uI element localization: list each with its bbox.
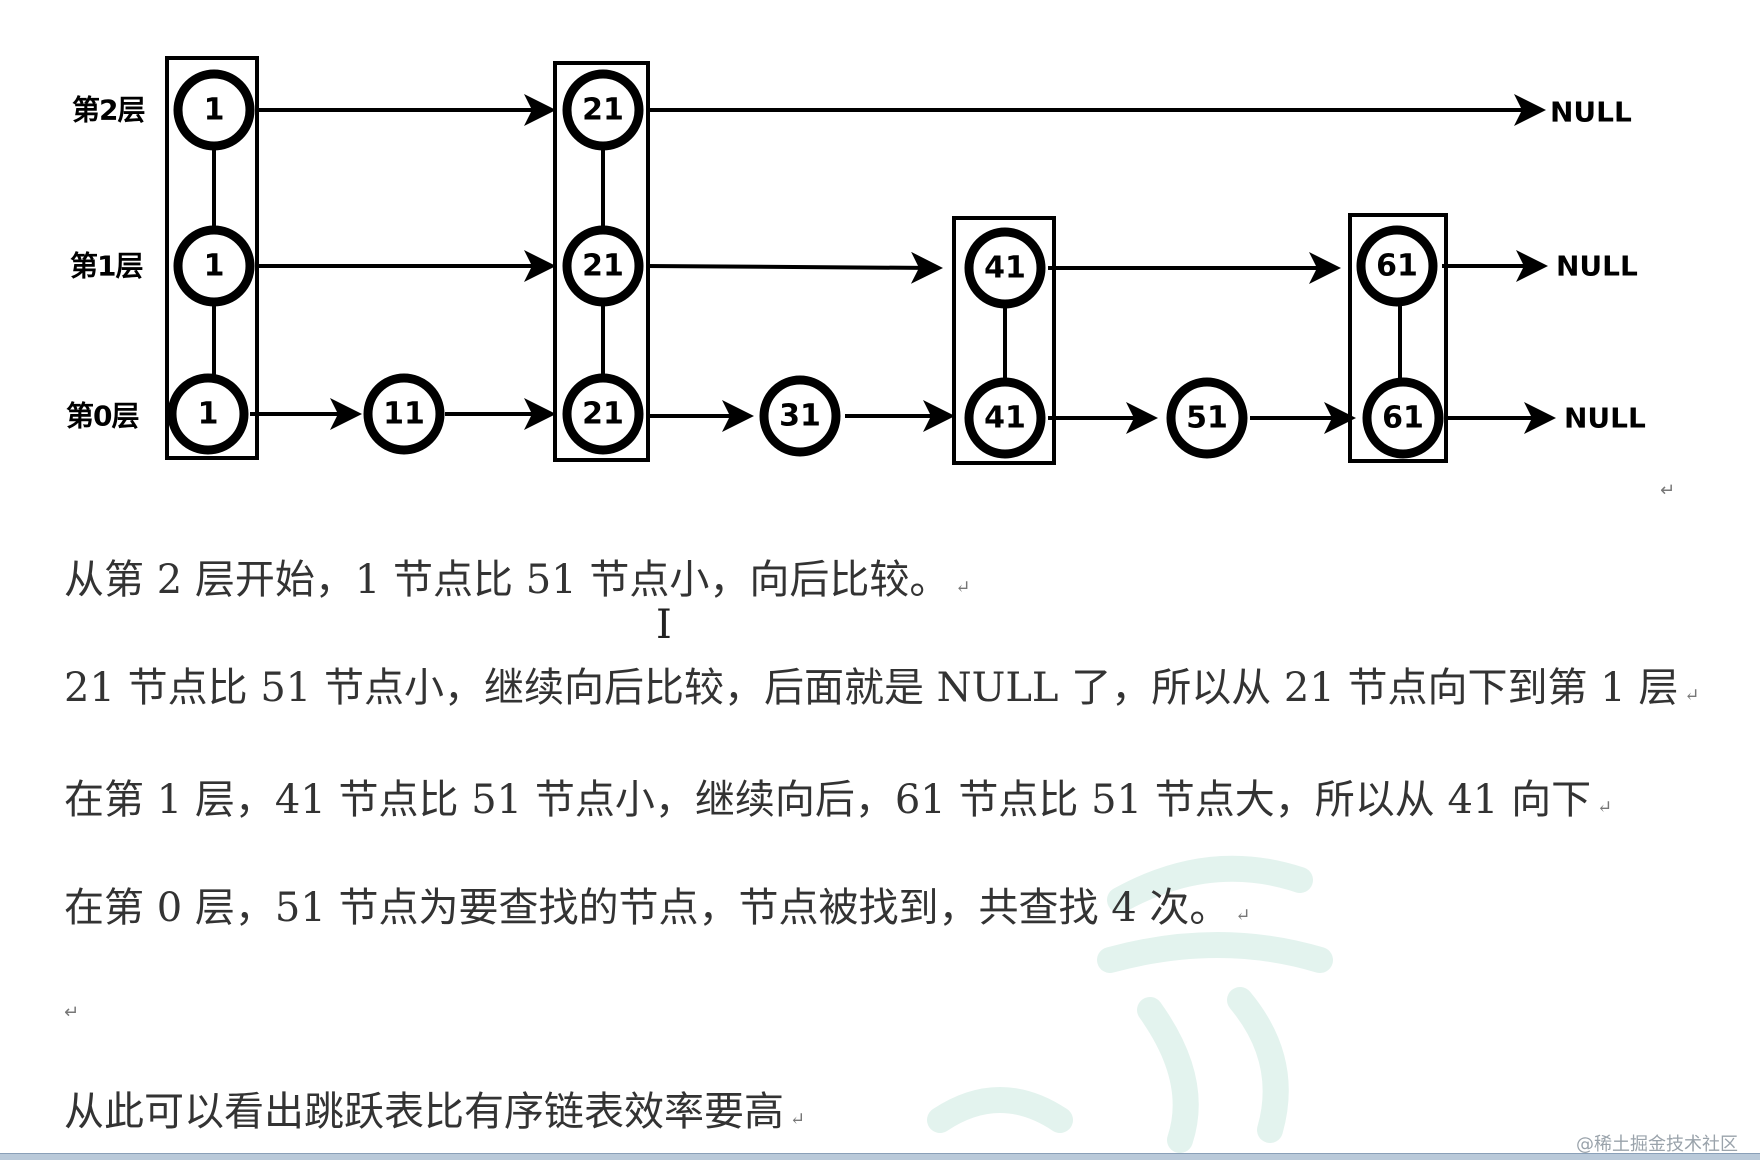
- paragraph-mark-icon: ↵: [1684, 685, 1700, 706]
- node-l0-11: 11: [363, 373, 445, 455]
- svg-text:51: 51: [1186, 401, 1228, 436]
- tower-frame-1: [165, 56, 259, 460]
- node-l1-21: 21: [562, 225, 644, 307]
- null-label-level-0: NULL: [1564, 402, 1646, 435]
- paragraph-5-text: 从此可以看出跳跃表比有序链表效率要高: [64, 1089, 784, 1135]
- svg-text:21: 21: [582, 249, 624, 284]
- svg-text:21: 21: [582, 397, 624, 432]
- tower-frame-41: [952, 216, 1056, 465]
- node-l1-1: 1: [173, 225, 255, 307]
- arrow-l1-21-41: [645, 251, 943, 284]
- paragraph-3-text: 在第 1 层，41 节点比 51 节点小，继续向后，61 节点比 51 节点大，…: [64, 777, 1592, 823]
- paragraph-mark-icon: ↵: [1597, 797, 1613, 818]
- paragraph-mark-icon: ↵: [1660, 480, 1676, 501]
- bottom-scrollbar-strip: [0, 1153, 1760, 1160]
- node-l0-21: 21: [562, 373, 644, 455]
- level-label-1: 第1层: [70, 250, 142, 283]
- node-l2-1: 1: [173, 69, 255, 151]
- paragraph-2[interactable]: 21 节点比 51 节点小，继续向后比较，后面就是 NULL 了，所以从 21 …: [64, 664, 1700, 720]
- svg-text:61: 61: [1382, 401, 1424, 436]
- svg-text:11: 11: [383, 397, 425, 432]
- level-label-2: 第2层: [72, 94, 144, 127]
- paragraph-mark-icon: ↵: [955, 577, 971, 598]
- tower-frame-61: [1348, 213, 1448, 463]
- text-cursor-icon: I: [656, 602, 672, 648]
- paragraph-3[interactable]: 在第 1 层，41 节点比 51 节点小，继续向后，61 节点比 51 节点大，…: [64, 776, 1612, 832]
- paragraph-1-text: 从第 2 层开始，1 节点比 51 节点小，向后比较。: [64, 557, 950, 603]
- node-l0-51: 51: [1166, 377, 1248, 459]
- paragraph-4[interactable]: 在第 0 层，51 节点为要查找的节点，节点被找到，共查找 4 次。↵: [64, 884, 1250, 940]
- level-label-0: 第0层: [66, 400, 138, 433]
- svg-text:1: 1: [198, 397, 219, 432]
- svg-text:1: 1: [204, 249, 225, 284]
- svg-text:1: 1: [204, 93, 225, 128]
- node-l0-41: 41: [964, 377, 1046, 459]
- watermark-text: @稀土掘金技术社区: [1576, 1134, 1738, 1155]
- node-l2-21: 21: [562, 69, 644, 151]
- null-label-level-2: NULL: [1550, 96, 1632, 129]
- paragraph-mark-icon: ↵: [1235, 905, 1251, 926]
- node-l0-31: 31: [759, 375, 841, 457]
- paragraph-mark-icon: ↵: [790, 1109, 806, 1130]
- svg-text:61: 61: [1376, 249, 1418, 284]
- svg-text:41: 41: [984, 251, 1026, 286]
- svg-text:41: 41: [984, 401, 1026, 436]
- svg-text:31: 31: [779, 399, 821, 434]
- node-l1-41: 41: [964, 227, 1046, 309]
- node-l0-1: 1: [167, 373, 249, 455]
- paragraph-mark-icon: ↵: [64, 1002, 80, 1023]
- paragraph-1[interactable]: 从第 2 层开始，1 节点比 51 节点小，向后比较。↵: [64, 556, 970, 612]
- node-l1-61: 61: [1356, 225, 1438, 307]
- null-label-level-1: NULL: [1556, 250, 1638, 283]
- paragraph-4-text: 在第 0 层，51 节点为要查找的节点，节点被找到，共查找 4 次。: [64, 885, 1230, 931]
- skip-list-diagram: 第2层 第1层 第0层 NULL NULL NULL 1 21 1 21 41 …: [66, 56, 1646, 465]
- paragraph-2-text: 21 节点比 51 节点小，继续向后比较，后面就是 NULL 了，所以从 21 …: [64, 665, 1679, 711]
- svg-text:21: 21: [582, 93, 624, 128]
- node-l0-61: 61: [1362, 377, 1444, 459]
- paragraph-5[interactable]: 从此可以看出跳跃表比有序链表效率要高 ↵: [64, 1088, 805, 1144]
